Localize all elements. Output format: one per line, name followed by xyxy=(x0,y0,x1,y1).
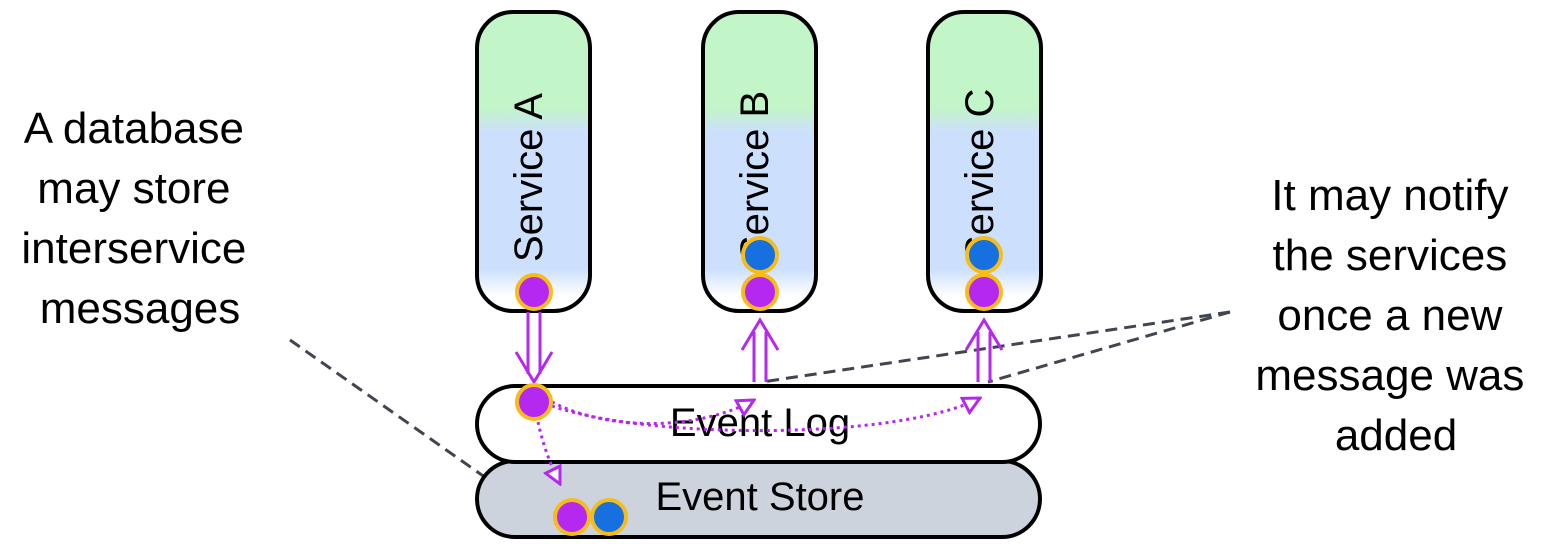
service-c-label: Service C xyxy=(958,89,1002,262)
service-c-box xyxy=(926,10,1043,313)
message-dot-service-c-purple xyxy=(965,273,1003,311)
message-dot-service-b-purple xyxy=(741,273,779,311)
message-dot-store-purple xyxy=(553,498,591,536)
left-note-line-3: interservice xyxy=(21,224,246,273)
service-a-label: Service A xyxy=(507,93,551,262)
right-note-line-4: message was xyxy=(1255,351,1524,400)
left-note: A database may store interservice messag… xyxy=(21,104,258,333)
event-log-box xyxy=(475,384,1042,464)
service-b: Service B xyxy=(701,10,818,313)
left-note-line-2: may store xyxy=(37,164,230,213)
right-callout-line-b xyxy=(761,310,1231,384)
notify-arrow-c xyxy=(551,398,980,433)
service-b-box xyxy=(701,10,818,313)
event-log: Event Log xyxy=(475,384,1042,464)
message-dot-event-log-purple xyxy=(515,383,553,421)
message-dot-service-a-purple xyxy=(515,273,553,311)
message-dot-service-b-blue xyxy=(741,236,779,274)
service-a-box xyxy=(475,10,592,313)
right-note-line-5: added xyxy=(1335,411,1457,460)
message-dot-service-c-blue xyxy=(965,236,1003,274)
store-arrow xyxy=(536,421,560,484)
double-arrows xyxy=(514,312,1004,385)
event-log-label: Event Log xyxy=(670,401,850,445)
message-dot-store-blue xyxy=(590,498,628,536)
right-note-line-1: It may notify xyxy=(1271,171,1508,220)
service-a: Service A xyxy=(475,10,592,313)
right-callout-line-c xyxy=(987,310,1231,384)
arrow-log-to-service-b xyxy=(740,317,780,382)
arrow-service-a-to-log xyxy=(514,312,554,385)
event-store-label: Event Store xyxy=(655,475,864,519)
right-note-line-2: the services xyxy=(1273,231,1508,280)
message-dots xyxy=(515,236,1003,536)
right-note: It may notify the services once a new me… xyxy=(1255,171,1536,460)
notify-arrow-b xyxy=(551,400,754,425)
arrow-log-to-service-c xyxy=(964,317,1004,382)
service-c: Service C xyxy=(926,10,1043,313)
left-note-line-4: messages xyxy=(40,284,241,333)
service-b-label: Service B xyxy=(733,91,777,262)
dotted-arrows xyxy=(536,398,980,484)
right-note-line-3: once a new xyxy=(1277,291,1502,340)
left-note-line-1: A database xyxy=(24,104,244,153)
